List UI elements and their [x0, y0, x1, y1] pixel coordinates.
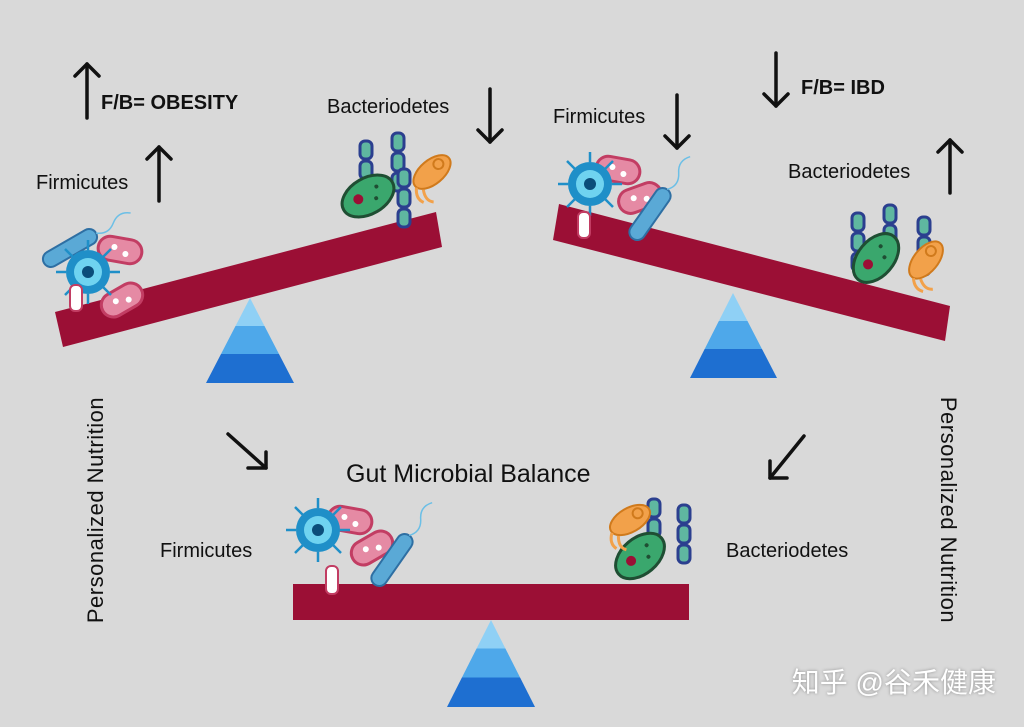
watermark: 知乎 @谷禾健康 [791, 667, 996, 698]
down-arrow-icon [663, 93, 691, 150]
up-arrow-icon [936, 138, 964, 195]
diagonal-down-left-arrow-icon [768, 434, 806, 480]
bacteriodetes-cluster-bottom [598, 497, 692, 590]
ratio-label-obesity: F/B= OBESITY [101, 92, 239, 114]
fulcrum-bottom [447, 620, 535, 707]
firmicutes-label-bottom: Firmicutes [160, 540, 253, 562]
firmicutes-cluster-bottom [284, 496, 440, 595]
beam-top-left [55, 212, 442, 347]
up-arrow-icon [145, 145, 173, 203]
ratio-label-ibd: F/B= IBD [801, 77, 885, 99]
firmicutes-label-top-right: Firmicutes [553, 106, 646, 128]
bacteriodetes-cluster-top-left [333, 131, 466, 229]
fulcrum-top-right [690, 293, 777, 378]
bacteriodetes-label-bottom: Bacteriodetes [726, 540, 849, 562]
beam-top-right [553, 204, 950, 341]
fulcrum-top-left [206, 298, 294, 383]
beam-bottom [293, 584, 689, 620]
title-gut-microbial-balance: Gut Microbial Balance [346, 460, 591, 488]
side-label-personalized-nutrition-left: Personalized Nutrition [83, 396, 108, 624]
bacteriodetes-label-top-right: Bacteriodetes [788, 161, 911, 183]
firmicutes-label-top-left: Firmicutes [36, 172, 129, 194]
down-arrow-icon [762, 51, 790, 108]
firmicutes-cluster-top-right [556, 150, 698, 245]
firmicutes-cluster-top-left [39, 205, 149, 323]
diagonal-down-right-arrow-icon [226, 432, 268, 470]
bacteriodetes-label-top-left: Bacteriodetes [327, 96, 450, 118]
bacteriodetes-cluster-top-right [842, 203, 961, 298]
down-arrow-icon [476, 87, 504, 144]
side-label-personalized-nutrition-right: Personalized Nutrition [936, 396, 961, 624]
up-arrow-icon [73, 62, 101, 120]
